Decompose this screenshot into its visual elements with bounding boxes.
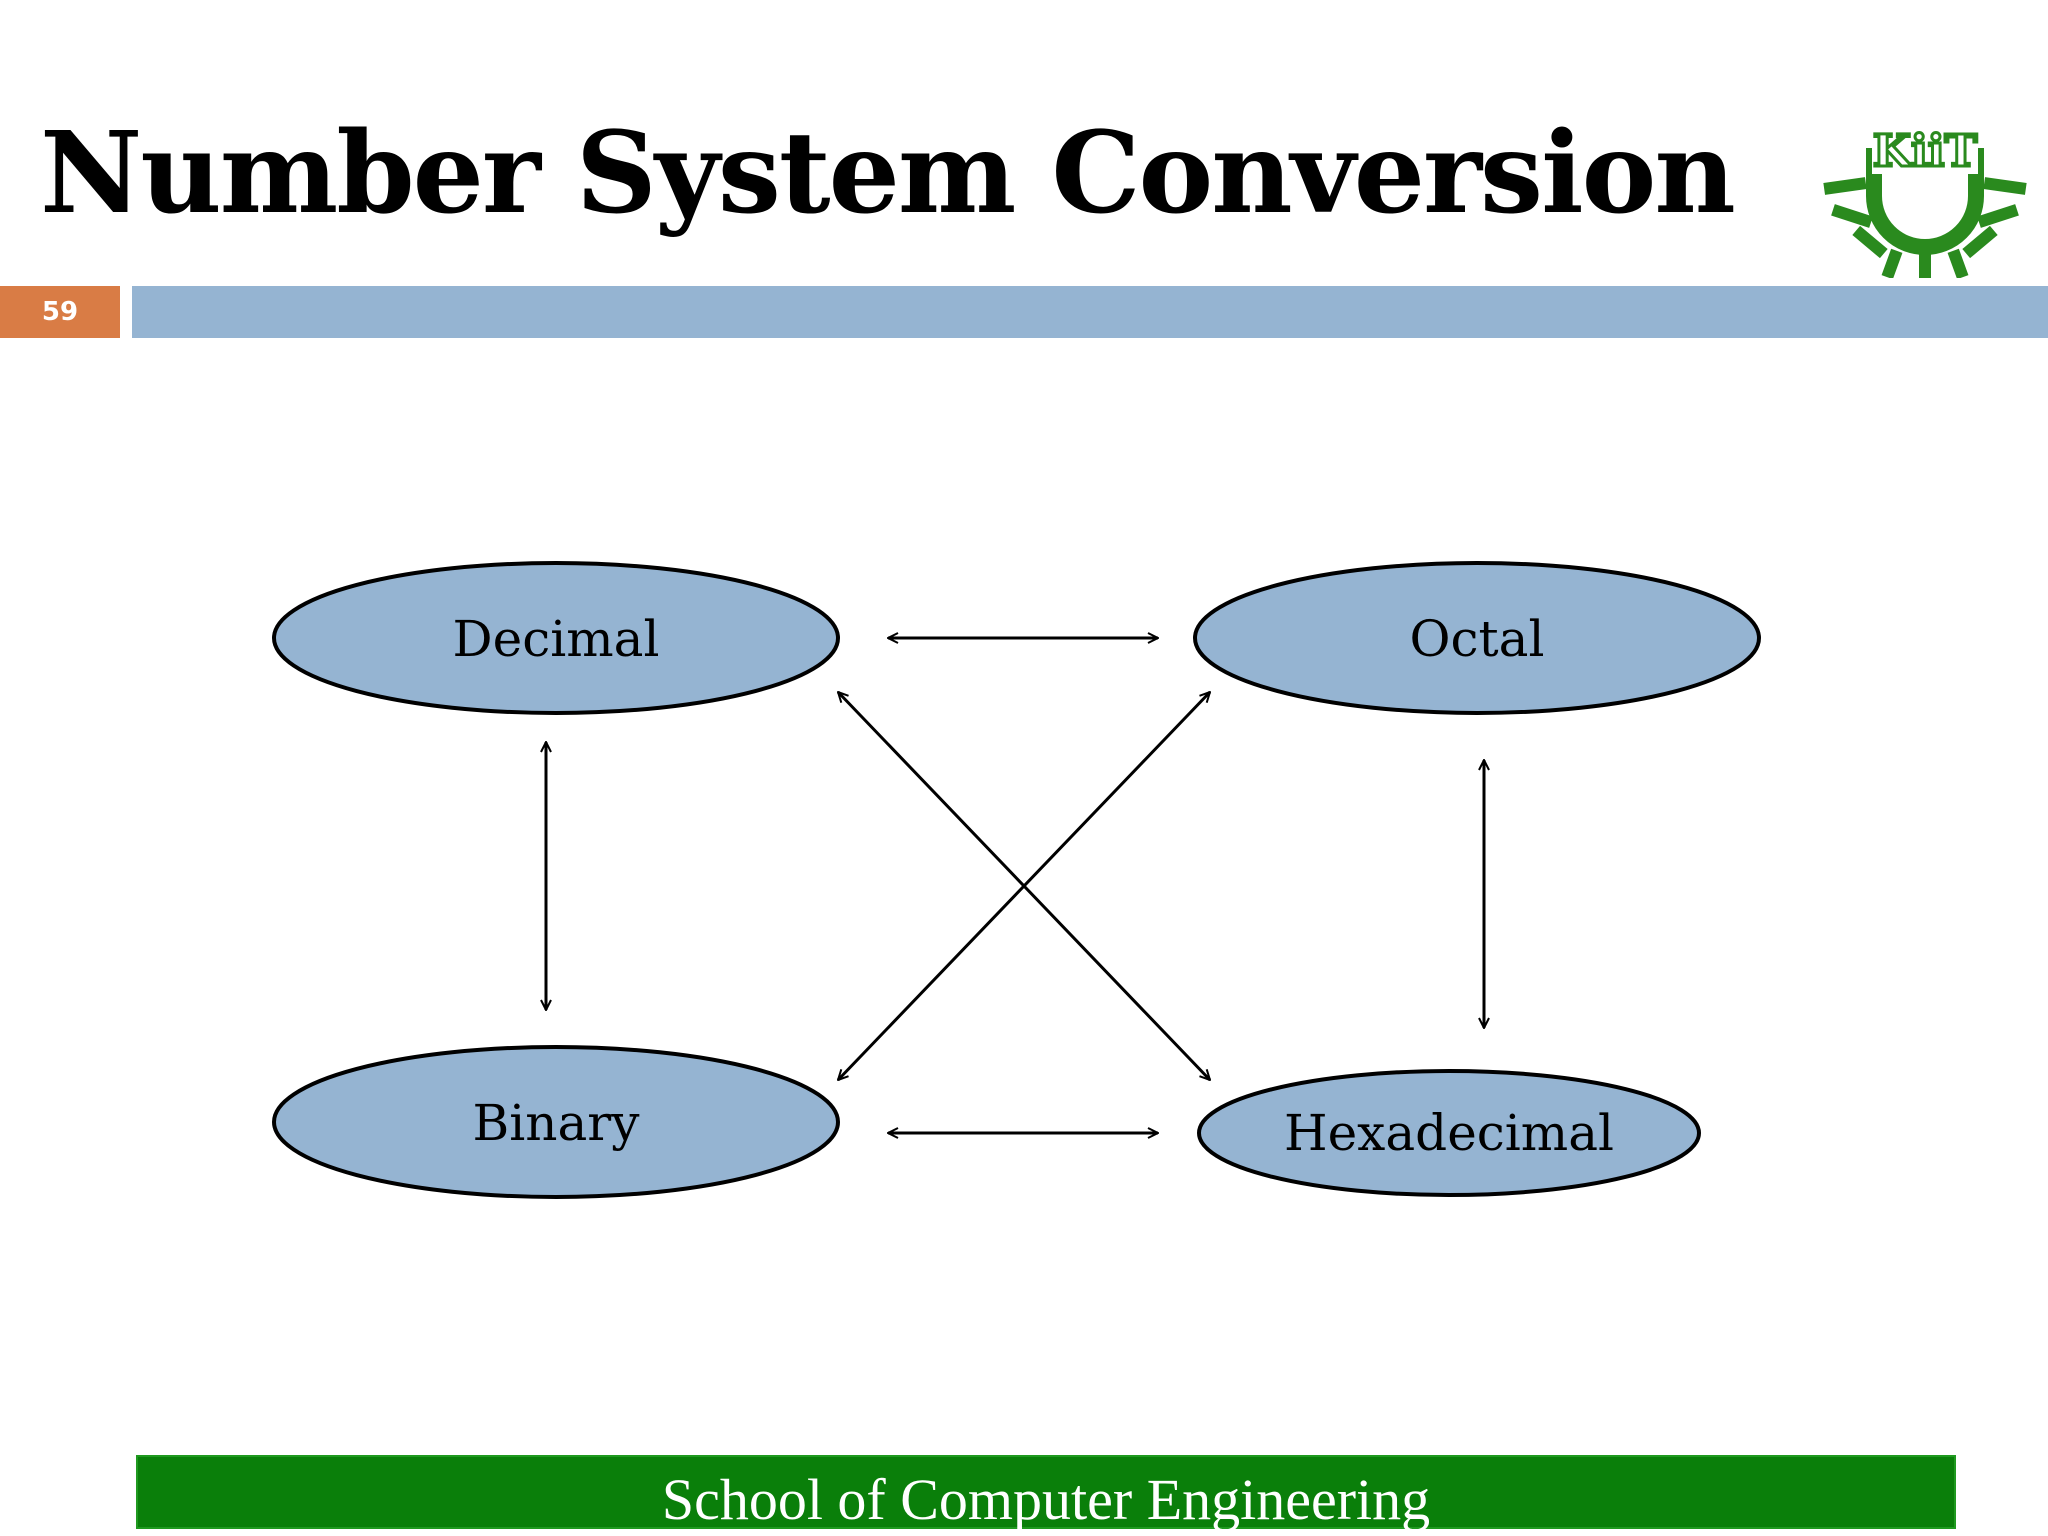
logo-text: KiiT — [1873, 126, 1978, 177]
slide-number: 59 — [0, 286, 120, 338]
node-hexadecimal: Hexadecimal — [1197, 1069, 1701, 1197]
footer-bar: School of Computer Engineering — [136, 1455, 1956, 1532]
node-octal-label: Octal — [1410, 610, 1545, 668]
node-decimal: Decimal — [272, 561, 840, 715]
node-binary-label: Binary — [473, 1094, 641, 1152]
footer-text: School of Computer Engineering — [661, 1466, 1431, 1532]
slide-title: Number System Conversion — [40, 108, 1736, 239]
node-octal: Octal — [1193, 561, 1761, 715]
node-decimal-label: Decimal — [453, 610, 660, 668]
node-hexadecimal-label: Hexadecimal — [1284, 1104, 1614, 1162]
kiit-logo-icon: KiiT — [1823, 125, 2027, 278]
title-rule — [132, 286, 2048, 338]
node-binary: Binary — [272, 1045, 840, 1199]
arrow-octal-binary — [838, 692, 1210, 1080]
